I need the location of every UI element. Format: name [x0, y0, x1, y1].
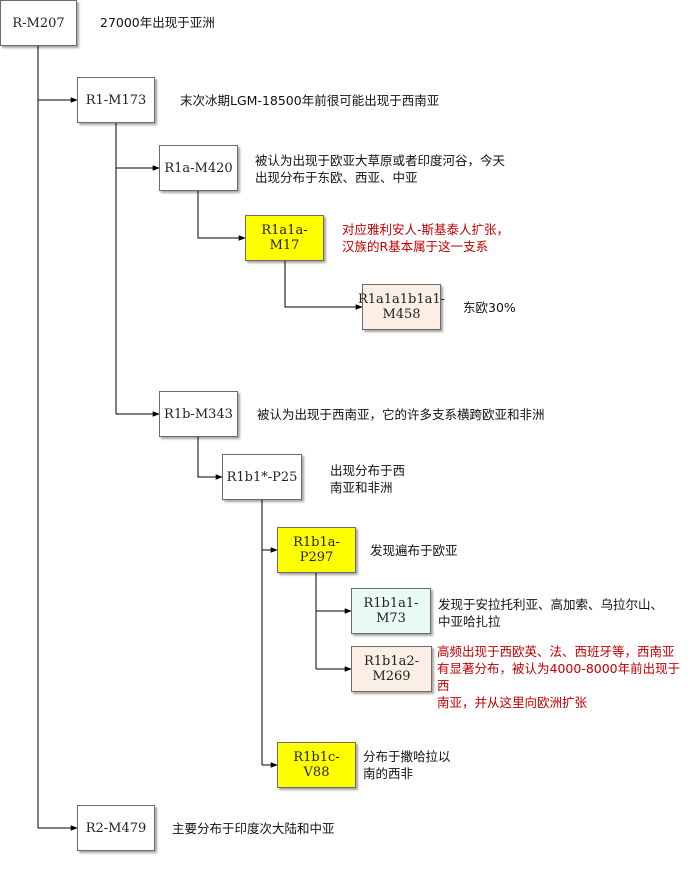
desc-r1b1a1-m73: 发现于安拉托利亚、高加索、乌拉尔山、 中亚哈扎拉 [438, 597, 664, 629]
node-r1b-m343: R1b-M343 [159, 391, 238, 437]
node-r1b1c-v88: R1b1c-V88 [277, 742, 356, 788]
node-r1b1a1-m73: R1b1a1-M73 [351, 588, 431, 634]
desc-r1a1a1b1a1-m458: 东欧30% [463, 300, 516, 315]
desc-r2-m479: 主要分布于印度次大陆和中亚 [172, 821, 335, 836]
node-r1b1a-p297: R1b1a-P297 [277, 527, 356, 573]
desc-r1b1a-p297: 发现遍布于欧亚 [370, 543, 458, 558]
node-r1b1-p25: R1b1*-P25 [222, 454, 302, 500]
desc-r1b-m343: 被认为出现于西南亚，它的许多支系横跨欧亚和非洲 [257, 407, 545, 422]
edge-to-r1a1a-m17 [197, 191, 246, 241]
desc-r1b1-p25: 出现分布于西 南亚和非洲 [330, 463, 406, 495]
node-r2-m479: R2-M479 [77, 805, 155, 851]
desc-r1a-m420: 被认为出现于欧亚大草原或者印度河谷，今天 出现分布于东欧、西亚、中亚 [255, 153, 506, 185]
node-r1b1a2-m269: R1b1a2-M269 [351, 646, 432, 692]
node-r1-m173: R1-M173 [77, 77, 155, 123]
node-r-m207: R-M207 [0, 0, 77, 46]
edge-to-r1b1-p25 [197, 437, 223, 480]
desc-r1-m173: 末次冰期LGM-18500年前很可能出现于西南亚 [180, 93, 440, 108]
desc-r-m207: 27000年出现于亚洲 [100, 15, 215, 30]
desc-r1b1c-v88: 分布于撒哈拉以 南的西非 [363, 749, 451, 781]
node-r1a1a1b1a1-m458: R1a1a1b1a1- M458 [358, 284, 445, 330]
desc-r1b1a2-m269: 高频出现于西欧英、法、西班牙等，西南亚 有显著分布，被认为4000-8000年前… [437, 644, 681, 710]
node-r1a1a-m17: R1a1a-M17 [245, 215, 324, 261]
desc-r1a1a-m17: 对应雅利安人-斯基泰人扩张， 汉族的R基本属于这一支系 [342, 222, 510, 254]
edge-to-r1a1a1b1a1 [284, 261, 363, 310]
node-r1a-m420: R1a-M420 [159, 145, 238, 191]
